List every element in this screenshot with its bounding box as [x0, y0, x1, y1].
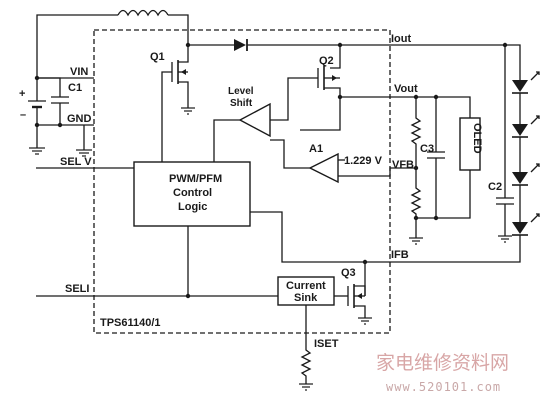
ground-symbol: [76, 149, 92, 157]
junction-dot: [185, 293, 191, 299]
feedback-wire: [300, 97, 341, 131]
level-shift-buffer: [213, 102, 289, 162]
resistor-bottom: [410, 168, 422, 238]
label-c1: C1: [68, 82, 82, 94]
vout-wire: [340, 96, 471, 118]
pin-vin: VIN: [70, 66, 88, 78]
ground-symbol: [299, 383, 313, 391]
label-control: Control: [173, 187, 212, 199]
ground-symbol: [181, 107, 195, 115]
watermark-url: www.520101.com: [386, 380, 501, 394]
ground-symbol: [409, 237, 423, 245]
pin-vout: Vout: [394, 83, 418, 95]
junction-dot: [413, 215, 419, 221]
ifb-feedback-wire: [250, 211, 365, 263]
label-sink: Sink: [294, 292, 318, 304]
pin-gnd: GND: [67, 113, 92, 125]
battery-minus: –: [20, 109, 26, 121]
led-string: [364, 64, 540, 296]
ground-symbol: [358, 317, 372, 325]
resistor-top: [410, 97, 422, 168]
label-current: Current: [286, 280, 326, 292]
label-oled: OLED: [471, 123, 483, 154]
chip-boundary: [93, 29, 391, 334]
battery-plus: +: [19, 88, 25, 100]
pin-iset: ISET: [314, 338, 339, 350]
iset-resistor: [300, 305, 312, 384]
pin-vfb: VFB: [392, 159, 414, 171]
label-c3: C3: [420, 143, 434, 155]
current-sink-block: [277, 276, 335, 306]
transistor-q1: [161, 45, 189, 162]
pin-ifb: IFB: [391, 249, 409, 261]
junction-dot: [502, 42, 508, 48]
label-pwm: PWM/PFM: [169, 173, 222, 185]
label-q3: Q3: [341, 267, 356, 279]
transistor-q3: [334, 284, 366, 318]
battery: [28, 78, 46, 125]
label-c2: C2: [488, 181, 502, 193]
label-a1: A1: [309, 143, 323, 155]
pwm-control-block: [133, 161, 251, 227]
label-reference: 1.229 V: [344, 155, 383, 167]
chip-name: TPS61140/1: [100, 317, 161, 329]
oled-panel: [436, 117, 481, 219]
pin-iout: Iout: [391, 33, 411, 45]
amplifier-a1: [270, 139, 345, 184]
capacitor-c3: [416, 97, 445, 219]
label-level: Level: [228, 86, 254, 97]
transistor-q2: [287, 45, 341, 104]
label-shift: Shift: [230, 98, 253, 109]
label-q2: Q2: [319, 55, 334, 67]
label-logic: Logic: [178, 201, 207, 213]
pin-selv: SEL V: [60, 156, 92, 168]
ground-symbol: [29, 147, 45, 155]
vfb-wire: [338, 167, 416, 177]
diode: [188, 39, 521, 64]
watermark-text: 家电维修资料网: [376, 352, 509, 374]
inductor: [36, 9, 189, 78]
label-q1: Q1: [150, 51, 165, 63]
pin-seli: SELI: [65, 283, 89, 295]
capacitor-c1: [37, 77, 69, 125]
ground-symbol: [498, 235, 512, 243]
capacitor-c2: [496, 45, 514, 236]
